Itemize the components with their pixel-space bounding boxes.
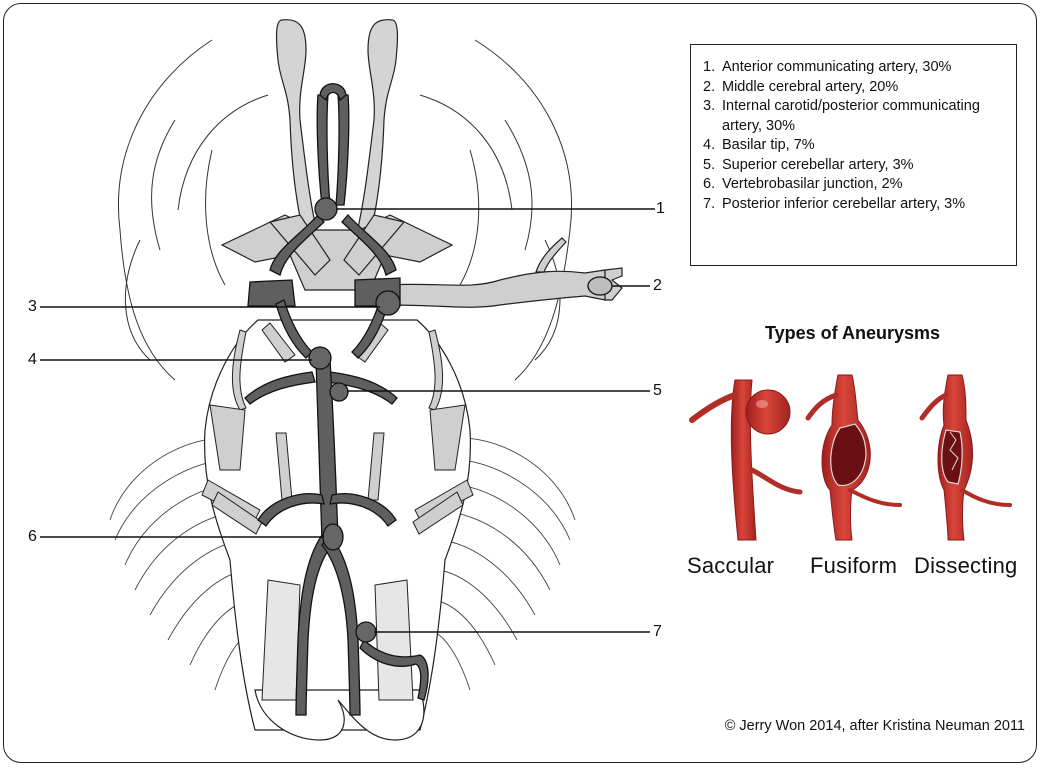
legend-item: 4.Basilar tip, 7% — [703, 136, 1006, 156]
legend-item-text: Vertebrobasilar junction, 2% — [722, 175, 1006, 195]
callout-3: 3 — [28, 298, 37, 316]
aneurysm-marker-3 — [376, 291, 400, 315]
legend-item-number: 7. — [703, 195, 722, 215]
legend-item: 6.Vertebrobasilar junction, 2% — [703, 175, 1006, 195]
legend-item: 1.Anterior communicating artery, 30% — [703, 58, 1006, 78]
legend-item-number: 1. — [703, 58, 722, 78]
fusiform-aneurysm-illustration — [808, 375, 900, 540]
saccular-aneurysm-illustration — [692, 380, 800, 540]
legend-item-number: 6. — [703, 175, 722, 195]
aneurysm-types-title: Types of Aneurysms — [690, 323, 1015, 344]
legend-item-text: Internal carotid/posterior communicating… — [722, 97, 1006, 136]
legend-item-text: Basilar tip, 7% — [722, 136, 1006, 156]
callout-2: 2 — [653, 277, 662, 295]
aneurysm-marker-7 — [356, 622, 376, 642]
legend-item-number: 3. — [703, 97, 722, 136]
aneurysm-marker-5 — [330, 383, 348, 401]
olfactory-tracts — [277, 20, 398, 250]
legend-item-number: 5. — [703, 156, 722, 176]
legend-item-text: Posterior inferior cerebellar artery, 3% — [722, 195, 1006, 215]
callout-6: 6 — [28, 528, 37, 546]
legend-item: 3.Internal carotid/posterior communicati… — [703, 97, 1006, 136]
optic-chiasm — [222, 215, 452, 290]
callout-4: 4 — [28, 351, 37, 369]
dissecting-aneurysm-illustration — [922, 375, 1010, 540]
legend-item: 5.Superior cerebellar artery, 3% — [703, 156, 1006, 176]
callout-1: 1 — [656, 200, 665, 218]
legend-item-number: 4. — [703, 136, 722, 156]
fusiform-label: Fusiform — [810, 553, 897, 579]
aneurysm-marker-6 — [323, 524, 343, 550]
legend-item-text: Middle cerebral artery, 20% — [722, 78, 1006, 98]
legend-box: 1.Anterior communicating artery, 30% 2.M… — [690, 44, 1017, 266]
legend-item-text: Anterior communicating artery, 30% — [722, 58, 1006, 78]
aneurysm-marker-2 — [588, 277, 612, 295]
saccular-label: Saccular — [687, 553, 774, 579]
aneurysm-marker-1 — [315, 198, 337, 220]
legend-item-number: 2. — [703, 78, 722, 98]
dissecting-label: Dissecting — [914, 553, 1017, 579]
copyright-credit: © Jerry Won 2014, after Kristina Neuman … — [680, 718, 1025, 734]
legend-item-text: Superior cerebellar artery, 3% — [722, 156, 1006, 176]
callout-5: 5 — [653, 382, 662, 400]
legend-item: 7.Posterior inferior cerebellar artery, … — [703, 195, 1006, 215]
legend-item: 2.Middle cerebral artery, 20% — [703, 78, 1006, 98]
aneurysm-marker-4 — [309, 347, 331, 369]
callout-7: 7 — [653, 623, 662, 641]
